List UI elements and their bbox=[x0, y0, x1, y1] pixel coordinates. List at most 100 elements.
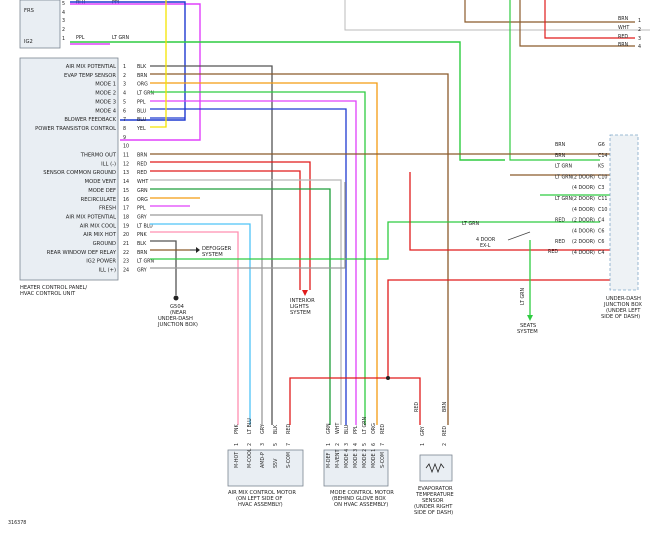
motor-wire-label: LT BLU bbox=[247, 418, 253, 434]
hvac-pin-number: 12 bbox=[123, 161, 129, 167]
jb-pin: C6 bbox=[598, 228, 604, 234]
motor-wire-label: BLK bbox=[273, 424, 279, 434]
hvac-pin-label: EVAP TEMP SENSOR bbox=[64, 73, 116, 79]
ground-label: JUNCTION BOX) bbox=[157, 322, 198, 328]
jb-pin: C14 bbox=[598, 153, 607, 159]
hvac-wire-label: LT BLU bbox=[137, 223, 153, 229]
frs-pin: 5 bbox=[62, 1, 65, 7]
hvac-pin-label: MODE VENT bbox=[85, 179, 117, 185]
evap-caption: TEMPERATURE bbox=[415, 492, 454, 498]
motor-wire-label: WHT bbox=[335, 423, 341, 434]
jb-wire: RED bbox=[555, 239, 565, 245]
air-mix-caption: HVAC ASSEMBLY) bbox=[238, 502, 283, 508]
evap-wire: RED bbox=[442, 426, 448, 436]
motor-wire-label: ORG bbox=[371, 423, 377, 434]
hvac-pin-number: 20 bbox=[123, 232, 129, 238]
motor-wire-label: BLU bbox=[344, 424, 350, 434]
motor-pin-num: 3 bbox=[260, 443, 266, 446]
motor-pin-num: 7 bbox=[380, 443, 386, 446]
jb-pin: C11 bbox=[598, 196, 607, 202]
seats-label: SEATS bbox=[520, 323, 536, 329]
seats-wire: LT GRN bbox=[520, 287, 526, 305]
hvac-pin-number: 18 bbox=[123, 214, 129, 220]
hvac-wire-label: PPL bbox=[137, 206, 146, 212]
hvac-pin-number: 3 bbox=[123, 82, 126, 88]
hvac-pin-label: BLOWER FEEDBACK bbox=[64, 117, 116, 123]
motor-pin-label: MODE 1 bbox=[371, 449, 377, 468]
motor-pin-num: 5 bbox=[273, 443, 279, 446]
motor-pin-label: MODE 3 bbox=[353, 449, 359, 468]
evap-caption: EVAPORATOR bbox=[418, 486, 453, 492]
defogger-label: SYSTEM bbox=[202, 252, 223, 258]
jb-caption: UNDER-DASH bbox=[606, 296, 641, 302]
hvac-pin-label: ILL (+) bbox=[99, 268, 116, 274]
hvac-pin-label: FRESH bbox=[99, 206, 116, 212]
jb-pin: K5 bbox=[598, 164, 604, 170]
jb-pin: C10 bbox=[598, 207, 607, 213]
defogger-label: DEFOGGER bbox=[202, 246, 232, 252]
jb-wire: BRN bbox=[555, 153, 566, 159]
motor-pin-label: MODE 2 bbox=[362, 449, 368, 468]
jb-pin: C6 bbox=[598, 239, 604, 245]
ground-label: (NEAR bbox=[170, 310, 187, 316]
motor-pin-num: 2 bbox=[335, 443, 341, 446]
evap-caption: SENSOR bbox=[422, 498, 444, 504]
hvac-pin-number: 11 bbox=[123, 153, 129, 159]
jb-red: RED bbox=[548, 249, 558, 255]
tr-pin: 1 bbox=[638, 18, 641, 24]
jb-door: (4 DOOR) bbox=[572, 207, 595, 213]
hvac-pin-number: 23 bbox=[123, 259, 129, 265]
mode-caption: ON HVAC ASSEMBLY) bbox=[334, 502, 388, 508]
frs-connector: FRS IG2 5 4 3 2 1 BLU PPL PPL LT GRN bbox=[19, 0, 130, 49]
evap-wire: GRY bbox=[420, 426, 426, 436]
jb-wire: LT GRN bbox=[555, 196, 573, 202]
tr-wire: BRN bbox=[618, 16, 629, 22]
evap-pin: 1 bbox=[420, 443, 426, 446]
motor-pin-label: M-COOL bbox=[247, 448, 253, 468]
motor-pin-label: M-VENT bbox=[335, 450, 341, 468]
jb-door: (2 DOOR) bbox=[572, 218, 595, 224]
motor-pin-num: 5 bbox=[362, 443, 368, 446]
jb-door: (2 DOOR) bbox=[572, 196, 595, 202]
frs-pin: 3 bbox=[62, 18, 65, 24]
jb-caption: JUNCTION BOX bbox=[603, 302, 642, 308]
motor-pin-num: 7 bbox=[286, 443, 292, 446]
hvac-control-unit bbox=[19, 57, 119, 281]
wire-runs bbox=[150, 0, 610, 425]
evap-caption: SIDE OF DASH) bbox=[414, 510, 453, 516]
hvac-pin-number: 19 bbox=[123, 223, 129, 229]
motor-pin-num: 1 bbox=[234, 443, 240, 446]
motor-pin-num: 3 bbox=[344, 443, 350, 446]
hvac-pin-number: 6 bbox=[123, 108, 126, 114]
hvac-pin-label: MODE 2 bbox=[95, 91, 116, 97]
hvac-pin-label: MODE 4 bbox=[95, 108, 116, 114]
motor-wire-label: GRY bbox=[260, 424, 266, 434]
frs-wire-blu: BLU bbox=[76, 0, 86, 6]
evap-pin: 2 bbox=[442, 443, 448, 446]
motor-wire-label: LT GRN bbox=[362, 416, 368, 434]
jb-caption: SIDE OF DASH) bbox=[601, 314, 640, 320]
hvac-wire-label: GRN bbox=[137, 188, 148, 194]
motor-pin-label: MODE 4 bbox=[344, 449, 350, 468]
hvac-pin-label: MODE DEF bbox=[88, 188, 116, 194]
jb-pin: C10 bbox=[598, 174, 607, 180]
jb-door: (4 DOOR) bbox=[572, 185, 595, 191]
hvac-pin-number: 5 bbox=[123, 99, 126, 105]
jb-caption: (UNDER LEFT bbox=[606, 308, 641, 314]
jb-door: (2 DOOR) bbox=[572, 174, 595, 180]
hvac-pin-label: GROUND bbox=[93, 241, 116, 247]
frs-pin: 4 bbox=[62, 10, 65, 16]
frs-wire-ltgrn: LT GRN bbox=[112, 35, 130, 41]
hvac-wire-label: RED bbox=[137, 170, 147, 176]
top-right-connector: BRN WHT RED BRN 1 2 3 4 bbox=[464, 0, 641, 161]
hvac-pin-label: ILL (-) bbox=[101, 161, 116, 167]
hvac-wire-label: GRY bbox=[137, 214, 147, 220]
hvac-pin-number: 14 bbox=[123, 179, 129, 185]
jb-wire: LT GRN bbox=[555, 164, 573, 170]
wire-blu-frs bbox=[70, 1, 186, 121]
jb-door: (2 DOOR) bbox=[572, 239, 595, 245]
hvac-pin-label: RECIRCULATE bbox=[81, 197, 116, 203]
